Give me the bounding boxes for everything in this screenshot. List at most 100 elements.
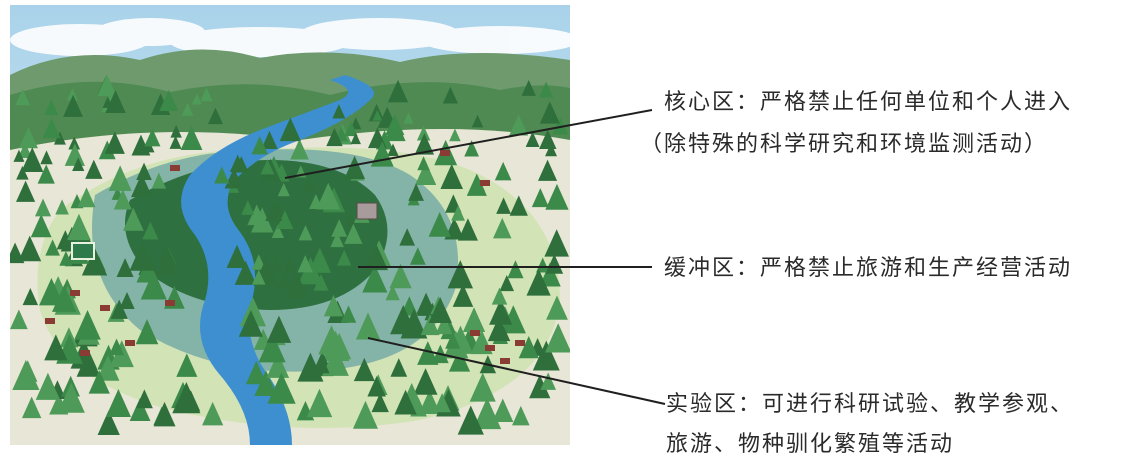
tree	[496, 197, 511, 214]
tree	[200, 87, 213, 102]
tree	[545, 323, 570, 353]
house	[45, 318, 55, 324]
tree	[538, 81, 554, 98]
tree	[387, 143, 399, 157]
tree	[34, 198, 52, 217]
tree	[435, 315, 453, 335]
tree	[457, 218, 478, 241]
tree	[17, 142, 33, 159]
tree	[327, 332, 352, 360]
tree	[64, 143, 85, 166]
house	[515, 340, 525, 346]
tree	[546, 295, 568, 320]
tree	[88, 370, 110, 394]
tree	[180, 125, 203, 150]
tree	[266, 315, 292, 343]
tree	[63, 94, 83, 117]
tree	[322, 346, 349, 376]
tree	[214, 166, 230, 184]
experimental-zone-label-line2: 旅游、物种驯化繁殖等活动	[666, 432, 955, 457]
tree	[355, 312, 381, 340]
tree	[119, 291, 135, 309]
tree	[371, 392, 389, 413]
tree	[340, 305, 357, 323]
tree	[290, 138, 309, 160]
tree	[526, 268, 551, 296]
tree	[158, 244, 176, 264]
tree	[157, 252, 178, 276]
tree	[116, 258, 134, 278]
tree	[449, 128, 461, 142]
tree	[251, 136, 268, 155]
tree	[277, 182, 290, 197]
tree	[74, 310, 101, 340]
tree	[413, 368, 438, 395]
tree	[18, 127, 38, 149]
tree	[353, 357, 375, 382]
tree	[135, 319, 159, 345]
buffer-zone-label: 缓冲区：严格禁止旅游和生产经营活动	[664, 256, 1073, 281]
tree	[97, 410, 120, 436]
clouds	[10, 18, 570, 57]
tree	[267, 372, 296, 404]
river	[181, 75, 375, 445]
tree	[499, 275, 515, 292]
tree	[105, 389, 131, 417]
tree	[417, 341, 439, 365]
tree	[10, 309, 28, 330]
tree	[18, 235, 42, 262]
tree	[390, 358, 408, 377]
tree	[77, 187, 96, 208]
tree	[323, 294, 344, 317]
station-building	[71, 242, 95, 260]
tree	[415, 161, 437, 186]
tree	[536, 257, 550, 273]
tree	[344, 121, 358, 137]
tree	[44, 334, 68, 361]
tree	[56, 230, 74, 250]
tree	[226, 244, 248, 268]
tree	[372, 109, 383, 121]
tree	[140, 270, 167, 300]
tree	[469, 372, 496, 402]
tree	[234, 260, 257, 285]
tree	[153, 401, 176, 427]
tree	[447, 260, 474, 289]
house	[485, 345, 495, 351]
tree	[545, 183, 569, 210]
tree	[399, 228, 416, 246]
tree	[261, 130, 278, 150]
tree	[302, 174, 319, 192]
house	[80, 350, 90, 356]
tree	[494, 161, 512, 181]
tree	[15, 88, 31, 106]
tree	[529, 374, 551, 399]
tree	[266, 352, 290, 378]
house	[125, 340, 135, 346]
tree	[142, 221, 159, 240]
tree	[428, 212, 451, 237]
tree	[332, 104, 346, 119]
tree	[337, 249, 352, 266]
tree	[512, 405, 530, 426]
tree	[68, 136, 81, 150]
tree	[131, 173, 153, 198]
tree	[265, 202, 283, 222]
tree	[21, 147, 44, 172]
tree	[487, 316, 511, 342]
tree	[110, 299, 128, 319]
tree	[552, 116, 569, 135]
tree	[500, 305, 526, 334]
tree	[251, 254, 266, 270]
tree	[104, 131, 125, 154]
tree	[409, 247, 426, 265]
tree	[271, 224, 285, 239]
tree	[276, 210, 294, 229]
tree	[367, 375, 386, 397]
tree	[491, 287, 508, 305]
tree	[448, 348, 471, 372]
tree	[18, 360, 38, 382]
tree	[105, 90, 126, 113]
core-zone-label-line2: （除特殊的科学研究和环境监测活动）	[640, 132, 1049, 157]
